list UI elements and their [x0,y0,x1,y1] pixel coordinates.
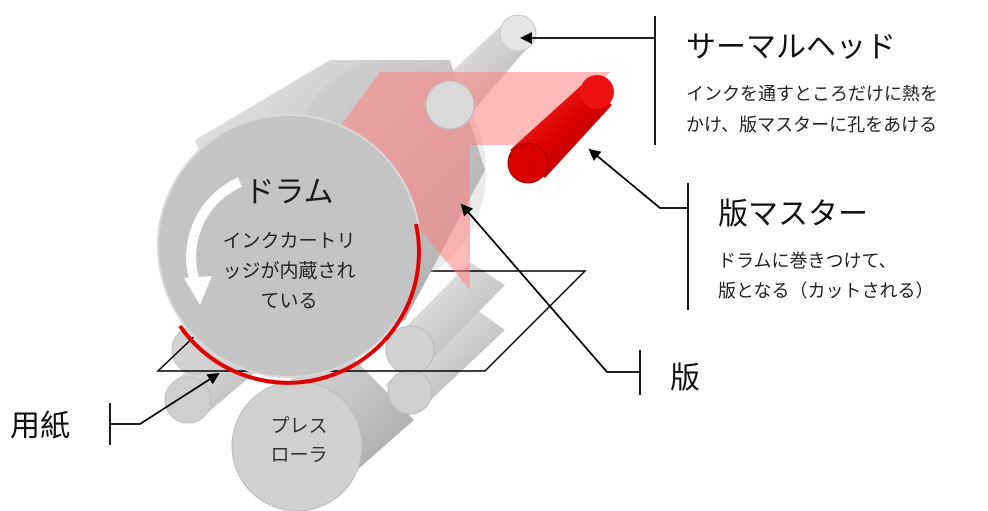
plate-master-roll [507,75,614,184]
press-roller-label-line1: プレス [270,415,327,437]
plate-title: 版 [670,361,700,396]
callout-lines [109,16,689,445]
press-roller-label-line2: ローラ [270,444,327,466]
press-roller: プレス ローラ [231,340,414,511]
paper-title: 用紙 [10,409,70,444]
rotation-arrow-icon [186,177,243,287]
thermal-head-desc-line2: かけ、版マスターに孔をあける [686,115,937,136]
drum-desc-line1: インクカートリ [222,230,355,252]
drum-front-face: ドラム インクカートリ ッジが内蔵され ている [157,114,421,385]
right-lower-roller [385,305,505,415]
right-upper-roller [385,262,505,375]
thermal-head-rod-front [425,80,475,130]
plate-master-desc-line2: 版となる（カットされる） [718,281,933,302]
plate-master-title: 版マスター [718,197,868,232]
plate-master-desc-line1: ドラムに巻きつけて、 [718,251,897,272]
thermal-head-desc-line1: インクを通すところだけに熱を [686,84,938,105]
drum-desc-line2: ッジが内蔵され [222,260,355,282]
drum-title: ドラム [244,175,333,210]
drum-desc-line3: ている [260,290,317,312]
plate-on-drum [178,223,421,385]
thermal-head-title: サーマルヘッド [686,30,896,65]
